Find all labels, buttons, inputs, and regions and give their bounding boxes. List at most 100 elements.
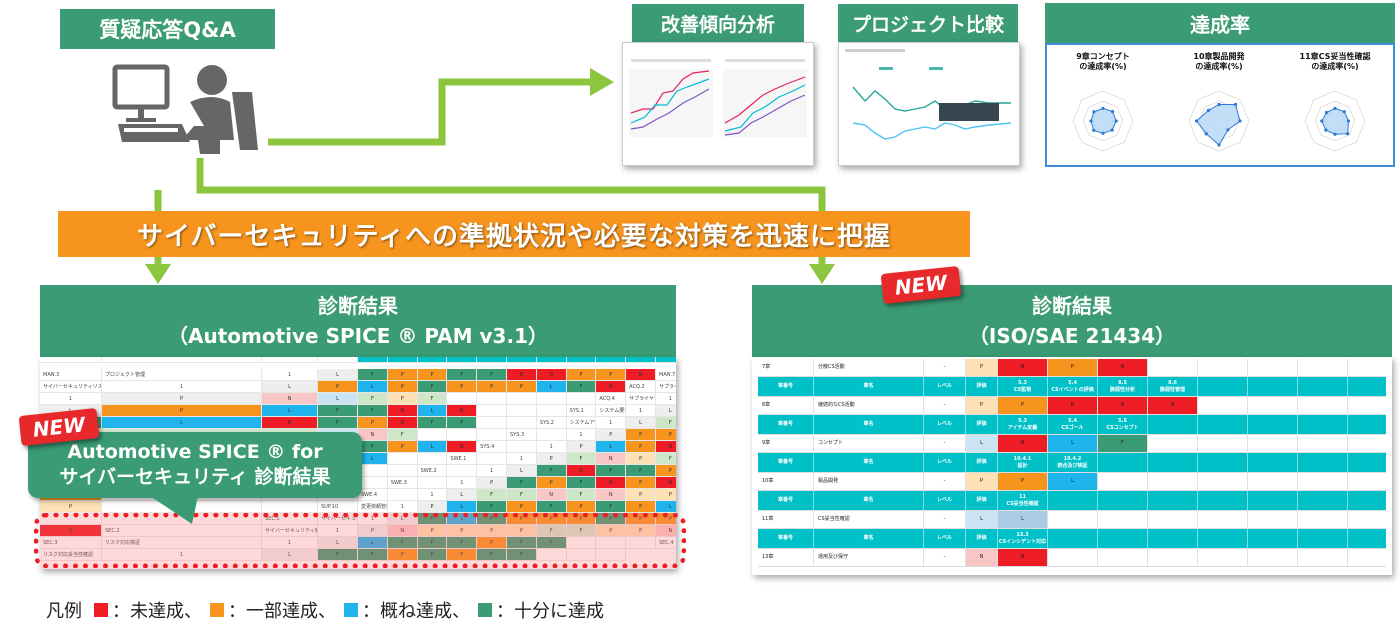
spice-rating-cell <box>477 429 507 441</box>
spice-header-cell <box>596 357 627 363</box>
spice-rating-cell: N <box>655 525 676 537</box>
iso-chapter-name: 製品開発 <box>814 473 924 490</box>
iso-eval: N <box>966 549 998 566</box>
iso-header-no: 章番号 <box>758 415 814 434</box>
spice-rating-cell: L <box>626 417 656 429</box>
spice-header-cell <box>417 357 448 363</box>
spice-rating-cell: F <box>506 537 537 549</box>
iso-header-clause <box>1048 529 1098 548</box>
iso-header-clause <box>1248 529 1298 548</box>
iso-rating-cell: N <box>1098 359 1148 376</box>
spice-rating-cell: L <box>655 405 676 417</box>
radar-point <box>1204 132 1208 136</box>
spice-rating-cell <box>506 417 537 429</box>
iso-header-clause <box>1298 491 1348 510</box>
radar-grid <box>1082 100 1124 142</box>
spice-rating-cell: P <box>417 369 448 381</box>
spice-rating-cell <box>477 393 507 405</box>
iso-header-clause: 10.4.2 統合及び検証 <box>1048 453 1098 472</box>
spice-rating-cell: P <box>626 453 656 465</box>
spice-rating-cell: F <box>566 525 597 537</box>
arrow-head-iso <box>809 264 835 284</box>
spice-process-id: SEC.2 <box>102 525 262 537</box>
spice-rating-cell: N <box>655 441 676 453</box>
iso-rating-cell <box>1148 511 1198 528</box>
iso-header-clause <box>1098 453 1148 472</box>
iso-header-clause <box>1348 529 1392 548</box>
spice-process-name <box>506 441 537 453</box>
iso-rating-cell <box>1198 435 1248 452</box>
spice-rating-cell: N <box>596 381 627 393</box>
spice-rating-cell: F <box>536 501 567 513</box>
spice-rating-cell: N <box>626 369 656 381</box>
iso-header-clause <box>1198 491 1248 510</box>
iso-header-clause <box>1148 453 1198 472</box>
legend-swatch <box>344 603 358 617</box>
radar-area <box>1195 104 1241 146</box>
spice-rating-cell: N <box>536 489 567 501</box>
iso-rating-cell <box>1348 359 1392 376</box>
iso-header-clause <box>1298 453 1348 472</box>
radar-title: の達成率(%) <box>1311 61 1358 71</box>
spice-process-name <box>477 453 507 465</box>
spice-rating-cell: F <box>387 429 418 441</box>
spice-rating-cell: F <box>358 405 388 417</box>
iso-header-clause <box>1148 415 1198 434</box>
spice-rating-cell: F <box>358 549 388 561</box>
spice-rating-cell: P <box>536 477 567 489</box>
radar-point <box>1333 132 1337 136</box>
spice-rating-cell: P <box>655 429 676 441</box>
spice-rating-cell: P <box>566 501 597 513</box>
spice-rating-cell: P <box>318 381 358 393</box>
spice-rating-cell: F <box>626 465 656 477</box>
spice-rating-cell: P <box>477 537 507 549</box>
spice-process-id: SWE.2 <box>417 465 448 477</box>
compare-panel-title-text: プロジェクト比較 <box>851 13 1004 36</box>
spice-level: 1 <box>417 489 448 501</box>
iso-header-clause <box>1198 377 1248 396</box>
spice-rating-cell: F <box>417 417 448 429</box>
radar-point <box>1217 143 1221 147</box>
iso-eval: P <box>966 397 998 414</box>
spice-process-id: SYS.3 <box>506 429 537 441</box>
legend: 凡例 ：未達成、：一部達成、：概ね達成、：十分に達成 <box>46 598 604 622</box>
spice-rating-cell: F <box>417 537 448 549</box>
spice-level: 1 <box>262 369 318 381</box>
rate-panel-thumbnail: 9章コンセプトの達成率(%)10章製品開発の達成率(%)11章CS妥当性確認の達… <box>1045 43 1395 167</box>
iso-header-clause: 5.4 CSゴール <box>1048 415 1098 434</box>
spice-rating-cell: N <box>536 369 567 381</box>
spice-level: 1 <box>477 465 507 477</box>
spice-level: 1 <box>262 537 318 549</box>
iso-header-clause <box>1248 453 1298 472</box>
spice-rating-cell: P <box>566 369 597 381</box>
arrow-head-analysis <box>590 68 614 96</box>
spice-process-name: システムアーキテクチャ設計 <box>566 417 597 429</box>
spice-level: 1 <box>566 429 597 441</box>
radar-point <box>1092 110 1096 114</box>
spice-rating-cell: P <box>387 549 418 561</box>
spice-process-name: サイバーセキュリティリスク管理 <box>40 381 102 393</box>
spice-process-name <box>417 477 448 489</box>
iso-rating-cell <box>1298 473 1348 490</box>
iso-rating-cell <box>1048 511 1098 528</box>
spice-rating-cell: P <box>626 501 656 513</box>
spice-rating-cell: P <box>417 501 448 513</box>
spice-rating-cell: F <box>477 369 507 381</box>
spice-level: 1 <box>655 393 676 405</box>
iso-chapter-no: 10章 <box>758 473 814 490</box>
radar-grid <box>1188 90 1250 152</box>
callout-line2: サイバーセキュリティ 診断結果 <box>59 466 331 488</box>
iso-rating-cell <box>1098 473 1148 490</box>
iso-header-clause <box>1248 491 1298 510</box>
spice-rating-cell: P <box>626 477 656 489</box>
spice-rating-cell: F <box>477 549 507 561</box>
spice-process-name <box>447 465 478 477</box>
spice-header-cell <box>102 357 262 363</box>
iso-chapter-name: 分散CS活動 <box>814 359 924 376</box>
spice-rating-cell: L <box>417 405 448 417</box>
radar-point <box>1324 110 1329 115</box>
rate-panel-title-text: 達成率 <box>1190 12 1250 37</box>
iso-header-clause <box>1248 377 1298 396</box>
iso-chapter-no: 7章 <box>758 359 814 376</box>
